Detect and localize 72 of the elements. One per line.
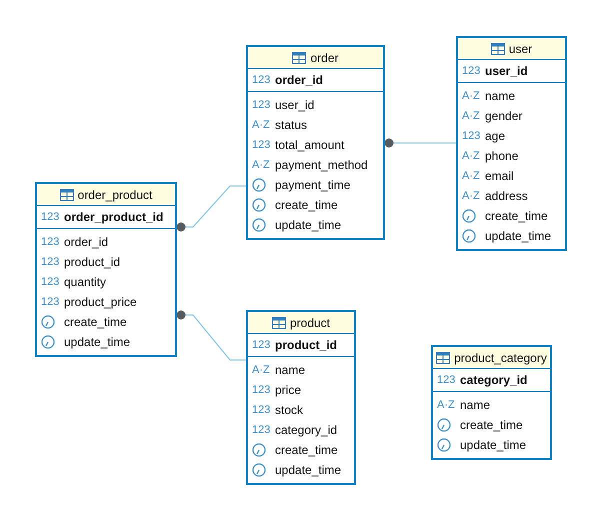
type-label: 123 xyxy=(252,98,272,113)
column-name: order_id xyxy=(275,72,324,89)
type-label: 123 xyxy=(41,254,60,270)
column-name: category_id xyxy=(275,422,338,439)
column-name: order_id xyxy=(64,234,108,251)
column-name: age xyxy=(485,128,506,145)
column-name: payment_time xyxy=(275,177,350,194)
table-box xyxy=(35,182,177,357)
type-label: 123 xyxy=(462,128,482,144)
type-label: A·Z xyxy=(462,168,481,184)
column-name: name xyxy=(460,397,490,414)
column-name: stock xyxy=(275,402,304,419)
type-label: A·Z xyxy=(462,188,481,204)
column-name: email xyxy=(485,168,514,185)
table-name: order_product xyxy=(78,186,152,204)
column-name: address xyxy=(485,188,528,205)
column-name: product_price xyxy=(64,294,137,311)
type-label: A·Z xyxy=(462,148,481,164)
type-label: A·Z xyxy=(252,118,271,133)
column-name: create_time xyxy=(485,208,548,225)
column-name: price xyxy=(275,382,302,399)
type-label: A·Z xyxy=(252,362,271,378)
table-name: product xyxy=(290,314,330,332)
column-name: update_time xyxy=(275,217,342,234)
column-name: quantity xyxy=(64,274,106,291)
column-name: update_time xyxy=(485,228,552,245)
column-name: create_time xyxy=(460,417,523,434)
column-name: category_id xyxy=(460,372,528,389)
type-label: 123 xyxy=(41,234,60,250)
column-name: product_id xyxy=(64,254,120,271)
column-name: update_time xyxy=(64,334,130,351)
type-label: 123 xyxy=(41,294,60,310)
column-name: user_id xyxy=(275,97,314,114)
table-box xyxy=(246,45,385,240)
type-label: 123 xyxy=(41,274,60,290)
column-name: user_id xyxy=(485,63,528,80)
table-box xyxy=(456,36,567,251)
column-name: status xyxy=(275,117,308,134)
table-box xyxy=(431,345,552,460)
type-label: 123 xyxy=(252,138,272,153)
table-name: user xyxy=(508,40,532,58)
type-label: 123 xyxy=(252,338,272,353)
column-name: gender xyxy=(485,108,522,125)
table-name: order xyxy=(310,50,338,66)
table-box xyxy=(246,310,356,485)
column-name: name xyxy=(485,88,516,105)
type-label: A·Z xyxy=(252,158,271,173)
type-label: A·Z xyxy=(437,398,456,413)
type-label: 123 xyxy=(41,210,60,225)
column-name: create_time xyxy=(275,442,338,459)
column-name: create_time xyxy=(275,197,338,214)
type-label: A·Z xyxy=(462,108,481,124)
relationship-line xyxy=(176,186,246,232)
column-name: total_amount xyxy=(275,137,344,154)
type-label: 123 xyxy=(252,422,272,438)
column-name: payment_method xyxy=(275,157,368,174)
type-label: 123 xyxy=(437,372,456,388)
table-name: product_category xyxy=(454,350,547,366)
column-name: create_time xyxy=(64,314,127,331)
type-label: 123 xyxy=(252,402,272,418)
type-label: 123 xyxy=(462,64,482,79)
column-name: product_id xyxy=(275,337,337,354)
column-name: name xyxy=(275,362,306,379)
type-label: A·Z xyxy=(462,88,481,104)
column-name: phone xyxy=(485,148,518,165)
column-name: order_product_id xyxy=(64,209,164,226)
relationship-line xyxy=(176,310,246,360)
column-name: update_time xyxy=(460,437,526,454)
column-name: update_time xyxy=(275,462,342,479)
type-label: 123 xyxy=(252,72,272,88)
relationship-line xyxy=(384,138,456,148)
type-label: 123 xyxy=(252,382,272,398)
